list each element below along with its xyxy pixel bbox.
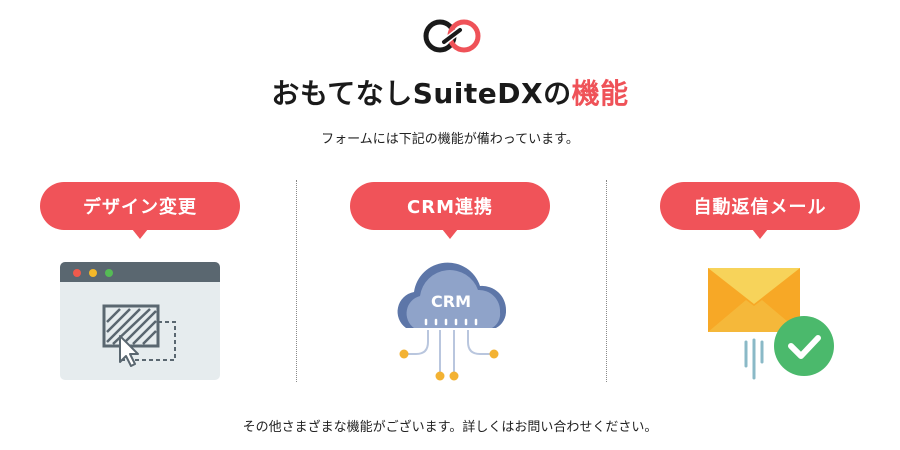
crm-icon-text: CRM <box>431 292 471 311</box>
crm-cloud-icon <box>397 262 507 381</box>
column-divider <box>296 180 297 382</box>
brand-logo-icon <box>423 19 481 53</box>
title-main: おもてなしSuiteDX <box>271 77 544 110</box>
title-accent: 機能 <box>571 77 629 110</box>
column-divider <box>606 180 607 382</box>
feature-label-crm: CRM連携 <box>350 182 550 239</box>
title-particle: の <box>543 77 572 110</box>
page-subtitle: フォームには下記の機能が備わっています。 <box>321 132 579 147</box>
envelope-check-icon <box>708 268 834 380</box>
feature-label-autoreply: 自動返信メール <box>660 182 860 239</box>
footer-note: その他さまざまな機能がございます。詳しくはお問い合わせください。 <box>242 420 658 435</box>
feature-label-design: デザイン変更 <box>40 182 240 239</box>
page-title: おもてなしSuiteDXの機能 <box>0 72 900 112</box>
browser-window-icon <box>60 262 220 380</box>
